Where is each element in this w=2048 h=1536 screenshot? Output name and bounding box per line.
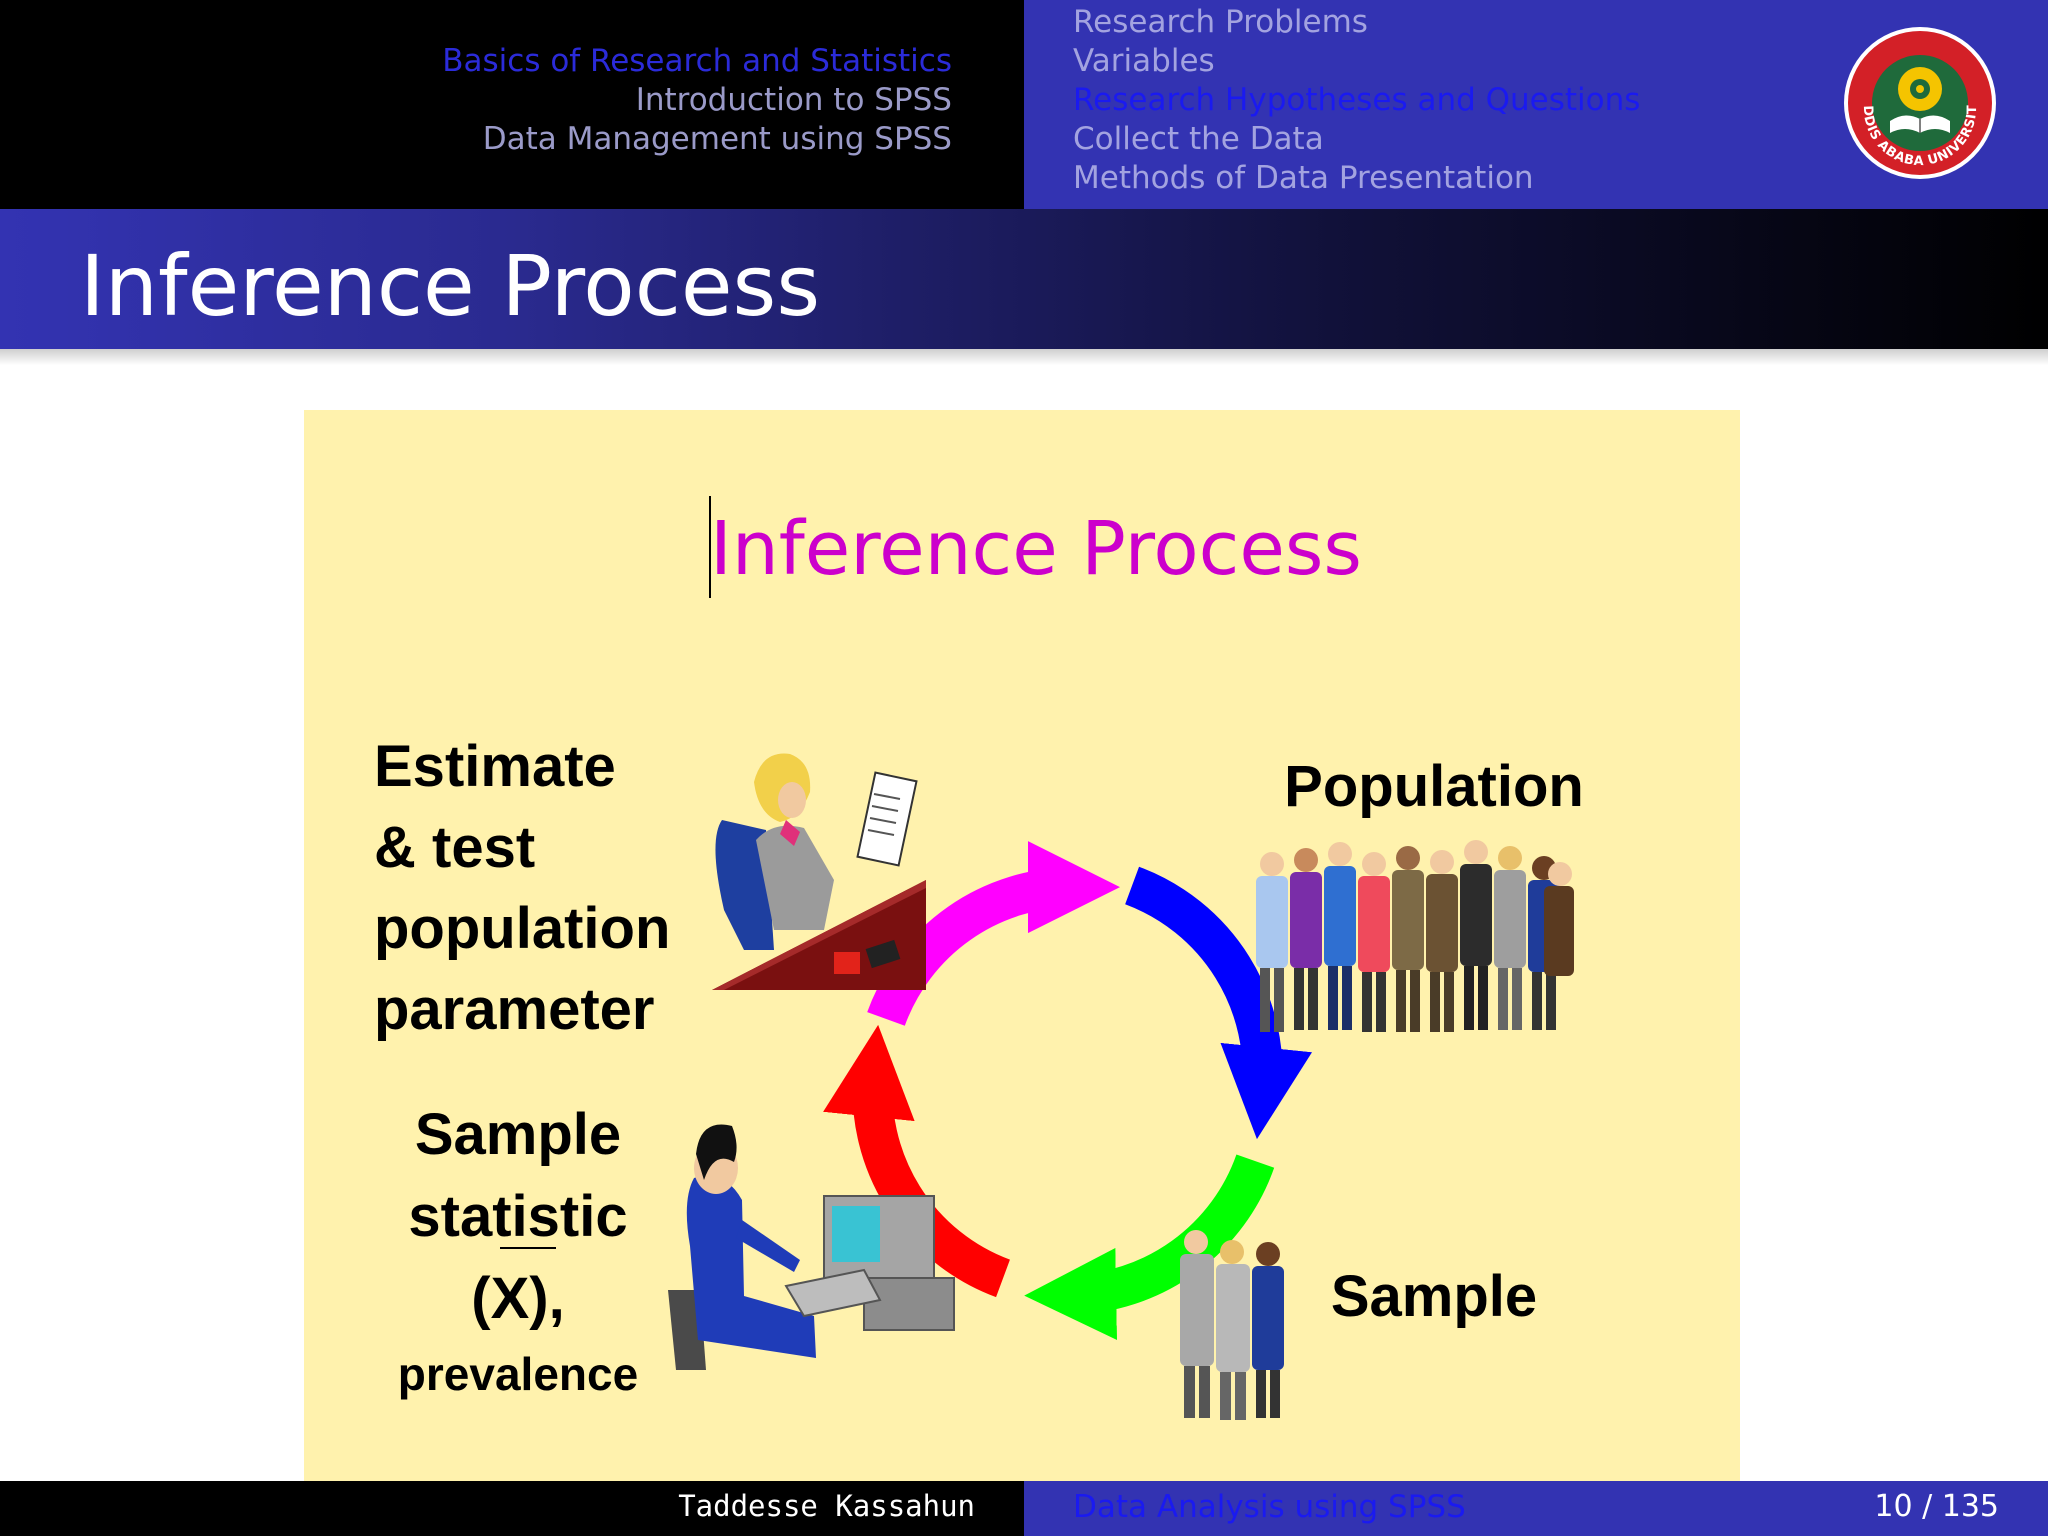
computer-operator-illustration [668, 1124, 955, 1370]
sample-label: Sample [1331, 1264, 1537, 1329]
estimate-label: Estimate & test population parameter [374, 734, 670, 1042]
header-subsections: Research Problems Variables Research Hyp… [1024, 0, 2048, 209]
header-sections: Basics of Research and Statistics Introd… [0, 0, 1024, 209]
statistic-line-1: Sample [415, 1102, 621, 1167]
nav-subsection-data-presentation[interactable]: Methods of Data Presentation [1073, 160, 1534, 196]
nav-subsection-hypotheses[interactable]: Research Hypotheses and Questions [1073, 82, 1641, 118]
inference-diagram: Inference Process Estimate & test popula… [304, 410, 1740, 1482]
arrow-blue [1124, 866, 1312, 1140]
statistic-line-3: (X), [471, 1266, 564, 1331]
nav-section-intro-spss[interactable]: Introduction to SPSS [635, 82, 952, 118]
sample-group-illustration [1180, 1230, 1284, 1420]
nav-section-data-management[interactable]: Data Management using SPSS [482, 121, 952, 157]
footer-page-number: 10 / 135 [1874, 1489, 1999, 1524]
statistic-label: Sample statistic (X), prevalence [398, 1102, 638, 1400]
university-logo: ADDIS ABABA UNIVERSITY [1842, 25, 1996, 179]
diagram-canvas: Inference Process Estimate & test popula… [374, 496, 1584, 1420]
statistic-line-4: prevalence [398, 1348, 638, 1400]
estimate-line-3: population [374, 896, 670, 961]
footer-short-title[interactable]: Data Analysis using SPSS [1073, 1489, 1466, 1525]
nav-subsection-collect-data[interactable]: Collect the Data [1073, 121, 1324, 157]
estimate-line-2: & test [374, 815, 535, 880]
nav-section-basics[interactable]: Basics of Research and Statistics [442, 43, 952, 79]
title-shadow [0, 349, 2048, 365]
population-label: Population [1284, 754, 1584, 819]
estimate-line-1: Estimate [374, 734, 616, 799]
nav-subsection-research-problems[interactable]: Research Problems [1073, 4, 1368, 40]
nav-subsection-variables[interactable]: Variables [1073, 43, 1215, 79]
footer-left: Taddesse Kassahun [0, 1481, 1024, 1536]
estimate-line-4: parameter [374, 977, 654, 1042]
diagram-title: Inference Process [710, 506, 1362, 592]
frame-title-bar: Inference Process [0, 209, 2048, 349]
footer-author: Taddesse Kassahun [678, 1489, 975, 1523]
frame-title: Inference Process [80, 237, 821, 335]
population-crowd-illustration [1256, 840, 1574, 1032]
analyst-desk-illustration [712, 753, 926, 990]
statistic-line-2: statistic [408, 1184, 627, 1249]
footer-right: Data Analysis using SPSS 10 / 135 [1024, 1481, 2048, 1536]
